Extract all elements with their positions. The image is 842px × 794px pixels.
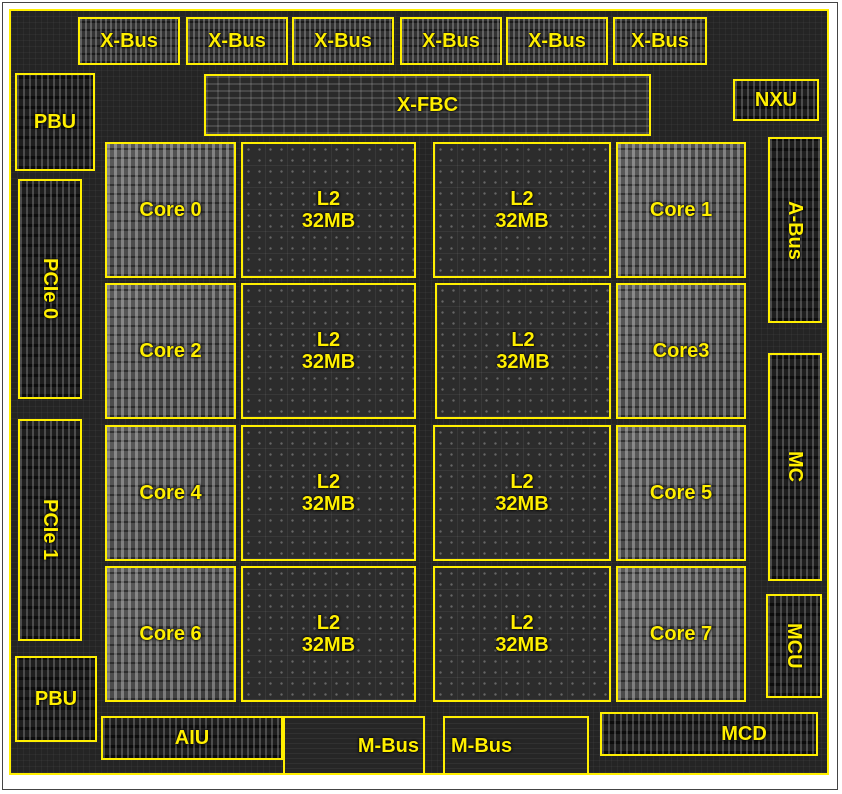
l2-cache-block-2: L2 32MB — [241, 283, 416, 419]
l2-cache-block-3: L2 32MB — [435, 283, 611, 419]
l2-cache-label-0: L2 32MB — [302, 188, 355, 232]
pbu-block-top: PBU — [15, 73, 95, 171]
mc-label: MC — [784, 451, 806, 482]
core-3-block: Core3 — [616, 283, 746, 419]
xbus-label-2: X-Bus — [314, 30, 372, 52]
core-0-label: Core 0 — [139, 199, 201, 221]
pcie1-label: PCIe 1 — [39, 499, 61, 560]
core-6-block: Core 6 — [105, 566, 236, 702]
l2-cache-block-7: L2 32MB — [433, 566, 611, 702]
core-7-block: Core 7 — [616, 566, 746, 702]
nxu-label: NXU — [755, 89, 797, 111]
l2-cache-label-5: L2 32MB — [495, 471, 548, 515]
core-7-label: Core 7 — [650, 623, 712, 645]
mcu-label: MCU — [783, 623, 805, 669]
xfbc-label: X-FBC — [397, 94, 458, 116]
core-2-block: Core 2 — [105, 283, 236, 419]
pcie0-label: PCIe 0 — [39, 258, 61, 319]
core-5-block: Core 5 — [616, 425, 746, 561]
l2-cache-label-2: L2 32MB — [302, 329, 355, 373]
l2-cache-block-6: L2 32MB — [241, 566, 416, 702]
l2-cache-label-4: L2 32MB — [302, 471, 355, 515]
l2-cache-label-3: L2 32MB — [496, 329, 549, 373]
xbus-label-5: X-Bus — [631, 30, 689, 52]
l2-cache-block-5: L2 32MB — [433, 425, 611, 561]
xbus-block-5: X-Bus — [613, 17, 707, 65]
abus-block: A-Bus — [768, 137, 822, 323]
pbu-label-top: PBU — [34, 111, 76, 133]
mc-block: MC — [768, 353, 822, 581]
abus-label: A-Bus — [784, 201, 806, 260]
mbus-block-right: M-Bus — [443, 716, 589, 775]
xbus-label-0: X-Bus — [100, 30, 158, 52]
l2-cache-block-4: L2 32MB — [241, 425, 416, 561]
xfbc-block: X-FBC — [204, 74, 651, 136]
pcie1-block: PCIe 1 — [18, 419, 82, 641]
xbus-block-3: X-Bus — [400, 17, 502, 65]
core-1-block: Core 1 — [616, 142, 746, 278]
l2-cache-label-1: L2 32MB — [495, 188, 548, 232]
xbus-block-2: X-Bus — [292, 17, 394, 65]
l2-cache-block-0: L2 32MB — [241, 142, 416, 278]
aiu-label: AIU — [175, 727, 209, 749]
core-6-label: Core 6 — [139, 623, 201, 645]
xbus-block-4: X-Bus — [506, 17, 608, 65]
core-1-label: Core 1 — [650, 199, 712, 221]
core-0-block: Core 0 — [105, 142, 236, 278]
l2-cache-label-6: L2 32MB — [302, 612, 355, 656]
core-4-label: Core 4 — [139, 482, 201, 504]
core-5-label: Core 5 — [650, 482, 712, 504]
nxu-block: NXU — [733, 79, 819, 121]
mcd-block: MCD — [600, 712, 818, 756]
pcie0-block: PCIe 0 — [18, 179, 82, 399]
l2-cache-label-7: L2 32MB — [495, 612, 548, 656]
xbus-label-3: X-Bus — [422, 30, 480, 52]
core-2-label: Core 2 — [139, 340, 201, 362]
mbus-label-left: M-Bus — [358, 735, 419, 757]
xbus-label-4: X-Bus — [528, 30, 586, 52]
pbu-label-bottom: PBU — [35, 688, 77, 710]
mbus-label-right: M-Bus — [451, 735, 512, 757]
mcu-block: MCU — [766, 594, 822, 698]
pbu-block-bottom: PBU — [15, 656, 97, 742]
xbus-block-1: X-Bus — [186, 17, 288, 65]
xbus-block-0: X-Bus — [78, 17, 180, 65]
core-3-label: Core3 — [653, 340, 710, 362]
chip-die: X-Bus X-Bus X-Bus X-Bus X-Bus X-Bus X-FB… — [9, 9, 829, 775]
aiu-block: AIU — [101, 716, 283, 760]
mbus-block-left: M-Bus — [283, 716, 425, 775]
mcd-label: MCD — [721, 723, 767, 745]
l2-cache-block-1: L2 32MB — [433, 142, 611, 278]
xbus-label-1: X-Bus — [208, 30, 266, 52]
core-4-block: Core 4 — [105, 425, 236, 561]
